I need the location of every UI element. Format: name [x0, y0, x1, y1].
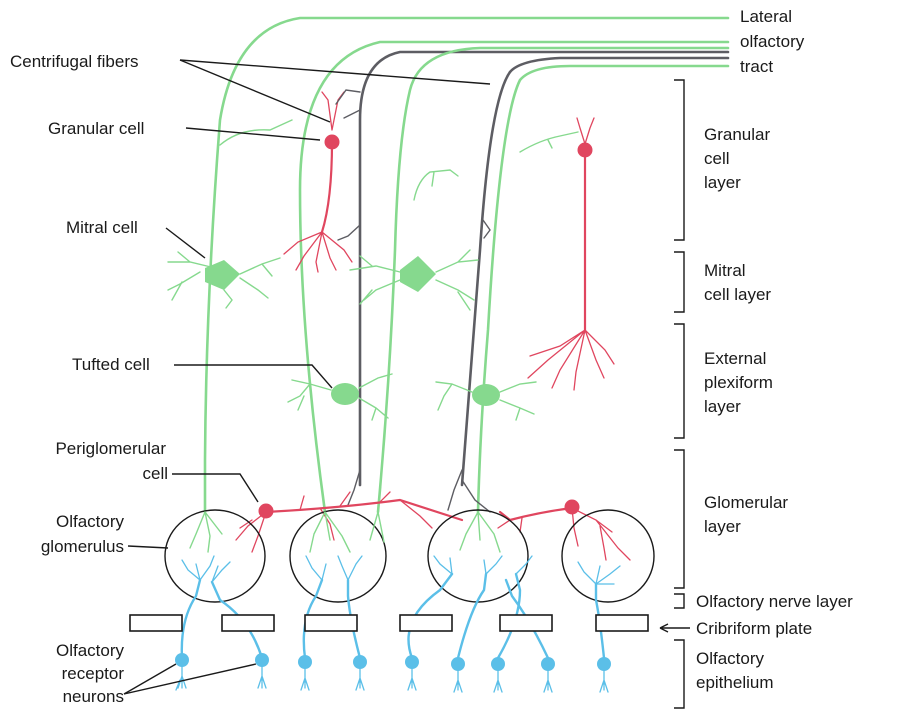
granular-cell-body-right [578, 143, 593, 158]
label-receptor-line1: Olfactory [56, 641, 125, 660]
glomerulus-3 [428, 510, 528, 602]
label-glomerular-layer-line1: Glomerular [704, 493, 788, 512]
mitral-cell-right [350, 132, 578, 310]
periglomerular-cell-body-right [565, 500, 580, 515]
label-nerve-layer: Olfactory nerve layer [696, 592, 853, 611]
granular-cell-right [528, 118, 614, 390]
cribriform-plate [130, 615, 648, 631]
label-granular-cell: Granular cell [48, 119, 144, 138]
cribriform-pointer [660, 624, 690, 632]
label-external-layer-line3: layer [704, 397, 741, 416]
layer-brackets [674, 80, 684, 708]
granular-cell-body-left [325, 135, 340, 150]
label-lot-line2: olfactory [740, 32, 805, 51]
label-periglomerular-line1: Periglomerular [55, 439, 166, 458]
mitral-cell-left [168, 120, 292, 308]
label-periglomerular-line2: cell [142, 464, 168, 483]
periglomerular-cell-right [498, 500, 630, 561]
glomerulus-4 [562, 510, 654, 602]
label-external-layer-line1: External [704, 349, 766, 368]
label-glomerular-layer-line2: layer [704, 517, 741, 536]
label-granular-layer-line2: cell [704, 149, 730, 168]
label-glomerulus-line1: Olfactory [56, 512, 125, 531]
label-granular-layer-line3: layer [704, 173, 741, 192]
label-lot-line3: tract [740, 57, 773, 76]
label-cribriform-plate: Cribriform plate [696, 619, 812, 638]
label-granular-layer-line1: Granular [704, 125, 770, 144]
label-external-layer-line2: plexiform [704, 373, 773, 392]
periglomerular-cell-body-left [259, 504, 274, 519]
granular-cell-left [284, 92, 352, 272]
label-glomerulus-line2: glomerulus [41, 537, 124, 556]
tufted-cell-right [436, 382, 536, 420]
label-epithelium-line1: Olfactory [696, 649, 765, 668]
label-mitral-cell: Mitral cell [66, 218, 138, 237]
label-tufted-cell: Tufted cell [72, 355, 150, 374]
lateral-olfactory-tract [205, 18, 728, 512]
label-lot-line1: Lateral [740, 7, 792, 26]
tufted-cell-left [288, 374, 392, 420]
label-receptor-line3: neurons [63, 687, 124, 706]
label-mitral-layer-line2: cell layer [704, 285, 771, 304]
label-mitral-layer-line1: Mitral [704, 261, 746, 280]
olfactory-glomeruli [165, 510, 654, 602]
label-centrifugal-fibers: Centrifugal fibers [10, 52, 139, 71]
label-epithelium-line2: epithelium [696, 673, 774, 692]
pointer-lines [124, 60, 490, 694]
label-receptor-line2: receptor [62, 664, 125, 683]
